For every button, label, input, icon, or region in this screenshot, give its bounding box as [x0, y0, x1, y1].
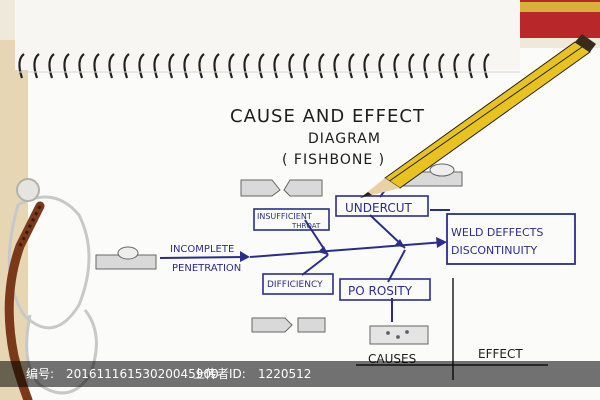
difficiency-label: DIFFICIENCY [267, 280, 323, 290]
weld-sketch-bottom-right [369, 325, 429, 345]
effect-axis-label: EFFECT [478, 347, 523, 361]
red-book-stripe [520, 2, 600, 12]
discontinuity-label: DISCONTINUITY [451, 244, 537, 257]
incomplete-label: INCOMPLETE [170, 244, 234, 255]
insufficient-label: INSUFFICIENT [257, 212, 312, 221]
brass-grommet [16, 178, 40, 202]
top-notebook [15, 0, 520, 70]
throat-label: THROAT [291, 222, 321, 230]
insufficient-throat-box [253, 208, 330, 231]
diagram-subtitle: DIAGRAM [308, 131, 381, 147]
weld-sketch-bottom-left [251, 317, 326, 333]
porosity-label: PO ROSITY [348, 284, 413, 298]
diagram-subtitle-fishbone: ( FISHBONE ) [282, 152, 385, 168]
watermark-id: 20161116153020045900 [66, 367, 219, 381]
difficiency-box [262, 273, 334, 295]
spiral-binding [18, 53, 490, 79]
weld-sketch-top-left [240, 179, 323, 197]
weld-defects-label: WELD DEFFECTS [451, 226, 543, 239]
diagram-title: CAUSE AND EFFECT [230, 106, 425, 127]
penetration-label: PENETRATION [172, 263, 241, 274]
watermark-uploader-label: 上传者ID: [193, 367, 246, 381]
pencil [360, 34, 596, 198]
undercut-label: UNDERCUT [345, 201, 412, 215]
watermark-bar: 编号: 20161116153020045900 上传者ID: 1220512 [0, 361, 600, 387]
undercut-box [335, 195, 429, 217]
porosity-box [339, 278, 431, 301]
fishbone-arrowheads [240, 237, 447, 262]
watermark-uploader-id: 1220512 [258, 367, 312, 381]
effect-box [446, 213, 576, 265]
watermark-label: 编号: [26, 367, 55, 381]
weld-sketch-left [95, 246, 157, 270]
